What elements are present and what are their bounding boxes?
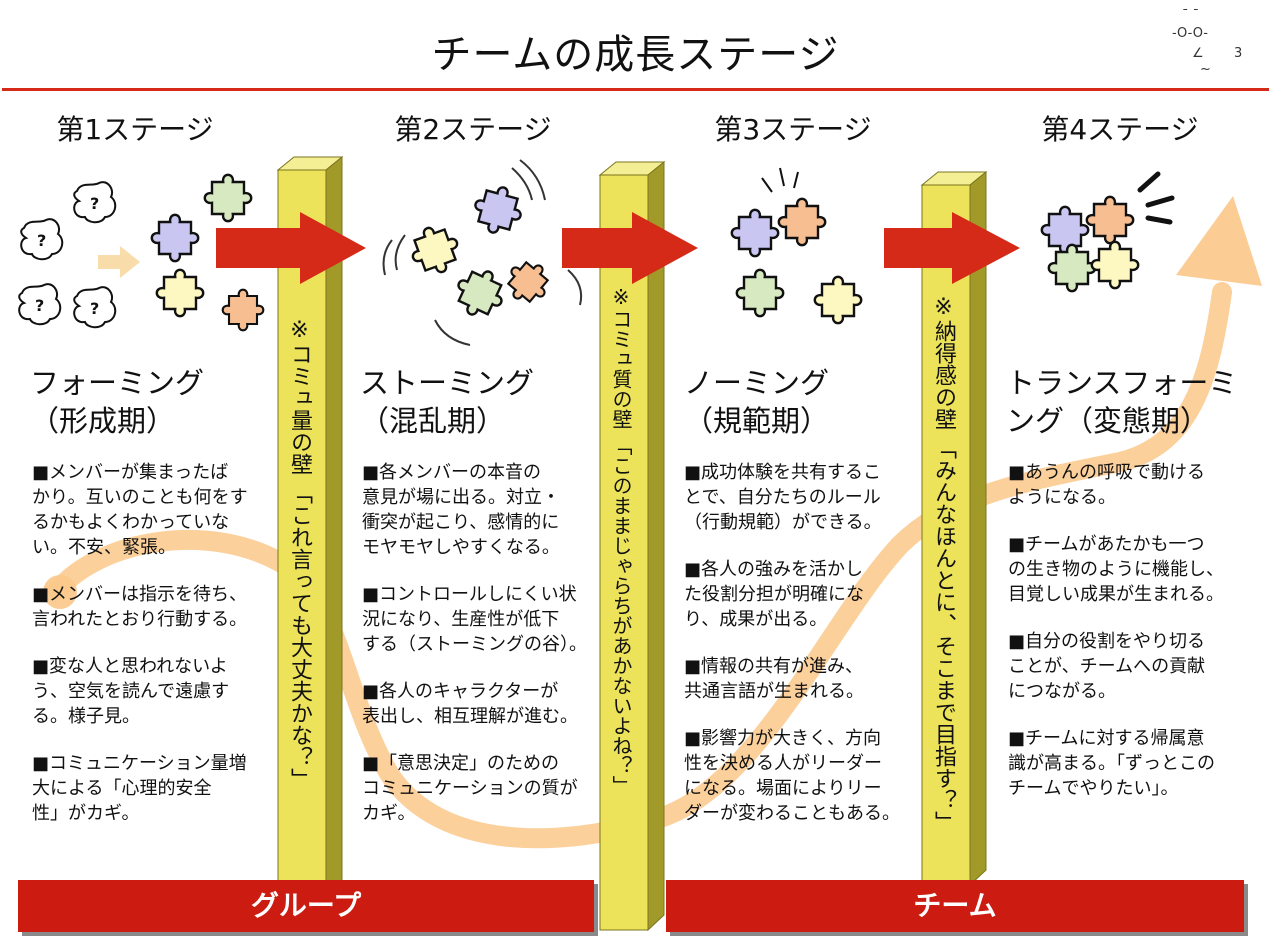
question-mark: ? bbox=[35, 296, 44, 315]
stage-3-point-4: ■影響力が大きく、方向 性を決める人がリーダー になる。場面によりリー ダーが変… bbox=[684, 728, 900, 824]
puzzle-piece-icon bbox=[1047, 243, 1097, 293]
stage-4-point-4: ■チームに対する帰属意 識が高まる。「ずっとこの チームでやりたい」。 bbox=[1008, 728, 1215, 799]
face-mouth: ~ bbox=[1200, 62, 1211, 77]
burst-lines-icon bbox=[1137, 171, 1175, 225]
sparkle-lines-icon bbox=[761, 167, 799, 193]
stage-2-description: ■各メンバーの本音の 意見が場に出る。対立・ 衝突が起こり、感情的に モヤモヤし… bbox=[362, 460, 607, 848]
stage-3-name: ノーミング （規範期） bbox=[684, 366, 830, 438]
puzzle-piece-icon bbox=[777, 197, 827, 247]
small-arrow-icon bbox=[98, 246, 140, 278]
stage-3-point-2: ■各人の強みを活かし た役割分担が明確にな り、成果が出る。 bbox=[684, 559, 864, 630]
stage-1-point-1: ■メンバーが集まったば かり。互いのことも何をす るかもよくわかっていな い。不… bbox=[32, 462, 248, 558]
team-banner: チーム bbox=[666, 880, 1244, 932]
wall-1-quote: 「これ言っても大丈夫かな？」 bbox=[287, 482, 312, 790]
wall-2-text: ※コミュ質の壁 「このままじゃらちがあかないよね？」 bbox=[606, 285, 636, 795]
stage-1-description: ■メンバーが集まったば かり。互いのことも何をす るかもよくわかっていな い。不… bbox=[32, 460, 277, 848]
puzzle-piece-icon bbox=[1040, 205, 1090, 255]
puzzle-piece-icon bbox=[498, 252, 558, 312]
page-title: チームの成長ステージ bbox=[431, 32, 840, 78]
wall-2-label: ※コミュ質の壁 bbox=[609, 285, 633, 429]
puzzle-piece-icon bbox=[468, 180, 528, 240]
question-blob-icon: ? bbox=[20, 218, 64, 261]
group-banner: グループ bbox=[18, 880, 594, 932]
question-mark: ? bbox=[90, 299, 99, 318]
puzzle-piece-icon bbox=[155, 268, 205, 318]
puzzle-piece-icon bbox=[735, 268, 785, 318]
stage-2-point-2: ■コントロールしにくい状 況になり、生産性が低下 する（ストーミングの谷）。 bbox=[362, 584, 587, 655]
wall-3-quote: 「みんなほんとに、そこまで目指す？」 bbox=[931, 437, 956, 833]
puzzle-piece-icon bbox=[730, 208, 780, 258]
puzzle-piece-icon bbox=[404, 219, 466, 281]
stage-3-heading: 第3ステージ bbox=[714, 113, 872, 146]
stage-2-point-4: ■「意思決定」のための コミュニケーションの質が カギ。 bbox=[362, 753, 578, 824]
transition-arrow-1 bbox=[216, 212, 366, 284]
doodle-face-icon: ¯ ¯ -O-O- ∠ 3 ~ bbox=[1170, 8, 1254, 78]
growth-curve-start-dot bbox=[43, 575, 77, 609]
question-blob-icon: ? bbox=[73, 286, 117, 329]
stage-4-name: トランスフォーミ ング（変態期） bbox=[1006, 366, 1238, 438]
question-mark: ? bbox=[90, 194, 99, 213]
stage-2-name: ストーミング （混乱期） bbox=[360, 366, 535, 438]
face-nose: ∠ bbox=[1192, 46, 1204, 61]
face-brows: ¯ ¯ bbox=[1182, 8, 1200, 23]
wall-1-text: ※コミュ量の壁 「これ言っても大丈夫かな？」 bbox=[284, 318, 314, 790]
puzzle-piece-icon bbox=[1085, 195, 1135, 245]
growth-curve-arrowhead bbox=[1176, 196, 1262, 286]
puzzle-piece-icon bbox=[150, 213, 200, 263]
puzzle-piece-icon bbox=[813, 275, 863, 325]
stage-3-description: ■成功体験を共有するこ とで、自分たちのルール （行動規範）ができる。 ■各人の… bbox=[684, 460, 929, 848]
title-rule bbox=[2, 88, 1269, 91]
face-ear: 3 bbox=[1234, 46, 1243, 61]
stage-4-heading: 第4ステージ bbox=[1041, 113, 1199, 146]
wall-pillar-2 bbox=[598, 160, 666, 932]
question-blob-icon: ? bbox=[73, 181, 117, 224]
question-blob-icon: ? bbox=[18, 283, 62, 326]
puzzle-piece-icon bbox=[1090, 240, 1140, 290]
stage-2-heading: 第2ステージ bbox=[394, 113, 552, 146]
stage-1-point-2: ■メンバーは指示を待ち、 言われたとおり行動する。 bbox=[32, 584, 248, 630]
stage-4-point-1: ■あうんの呼吸で動ける ようになる。 bbox=[1008, 462, 1206, 508]
stage-1-point-3: ■変な人と思われないよ う、空気を読んで遠慮す る。様子見。 bbox=[32, 656, 230, 727]
puzzle-piece-icon bbox=[203, 173, 253, 223]
wall-3-label: ※納得感の壁 bbox=[931, 295, 956, 430]
stage-4-point-2: ■チームがあたかも一つ の生き物のように機能し、 目覚しい成果が生まれる。 bbox=[1008, 534, 1224, 605]
stage-2-point-1: ■各メンバーの本音の 意見が場に出る。対立・ 衝突が起こり、感情的に モヤモヤし… bbox=[362, 462, 560, 558]
stage-1-heading: 第1ステージ bbox=[56, 113, 214, 146]
stage-2-point-3: ■各人のキャラクターが 表出し、相互理解が進む。 bbox=[362, 681, 578, 727]
wall-pillar-3 bbox=[920, 170, 988, 887]
stage-3-point-3: ■情報の共有が進み、 共通言語が生まれる。 bbox=[684, 656, 864, 702]
stage-4-point-3: ■自分の役割をやり切る ことが、チームへの貢献 につながる。 bbox=[1008, 631, 1206, 702]
question-mark: ? bbox=[37, 231, 46, 250]
wall-3-text: ※納得感の壁 「みんなほんとに、そこまで目指す？」 bbox=[928, 295, 958, 833]
transition-arrow-3 bbox=[884, 212, 1020, 284]
stage-3-point-1: ■成功体験を共有するこ とで、自分たちのルール （行動規範）ができる。 bbox=[684, 462, 882, 533]
stage-1-point-4: ■コミュニケーション量増 大による「心理的安全 性」がカギ。 bbox=[32, 753, 247, 824]
wall-1-label: ※コミュ量の壁 bbox=[287, 318, 312, 475]
stage-4-description: ■あうんの呼吸で動ける ようになる。 ■チームがあたかも一つ の生き物のように機… bbox=[1008, 460, 1253, 823]
puzzle-piece-icon bbox=[447, 260, 513, 326]
wall-pillar-1 bbox=[276, 155, 344, 902]
wall-2-quote: 「このままじゃらちがあかないよね？」 bbox=[609, 435, 633, 796]
puzzle-piece-icon bbox=[221, 288, 265, 332]
transition-arrow-2 bbox=[562, 212, 698, 284]
face-eyes: -O-O- bbox=[1172, 26, 1208, 41]
stage-1-name: フォーミング （形成期） bbox=[30, 366, 205, 438]
motion-lines-icon bbox=[382, 159, 583, 346]
